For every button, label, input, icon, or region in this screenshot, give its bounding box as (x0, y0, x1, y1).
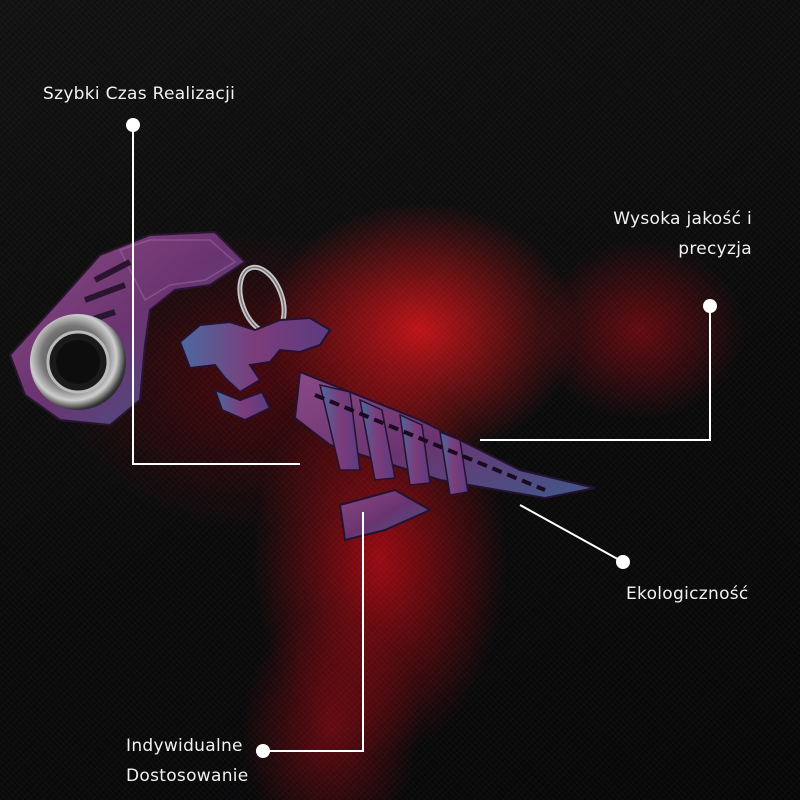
callout-dot-fast-time (126, 118, 140, 132)
callout-label-custom-line1: Indywidualne (126, 736, 243, 756)
callout-label-quality-line1: Wysoka jakość i (613, 209, 752, 229)
callout-dot-eco (616, 555, 630, 569)
callout-label-custom: Indywidualne Dostosowanie (126, 731, 249, 791)
callout-dot-custom (256, 744, 270, 758)
bearing-icon (30, 314, 126, 410)
dinosaur-skeleton-icon (178, 316, 596, 542)
callout-line-fast-time (132, 125, 300, 465)
callout-dots (126, 118, 717, 758)
callout-dot-quality (703, 299, 717, 313)
callout-line-eco (519, 504, 624, 563)
callout-label-quality-line2: precyzja (678, 239, 752, 259)
callout-lines (132, 125, 711, 752)
callout-line-quality (480, 306, 711, 441)
callout-label-custom-line2: Dostosowanie (126, 766, 249, 786)
callout-label-fast-time: Szybki Czas Realizacji (43, 84, 236, 104)
callout-label-quality: Wysoka jakość i precyzja (613, 204, 752, 264)
callout-line-custom (263, 512, 364, 752)
callout-label-eco: Ekologiczność (626, 584, 749, 604)
